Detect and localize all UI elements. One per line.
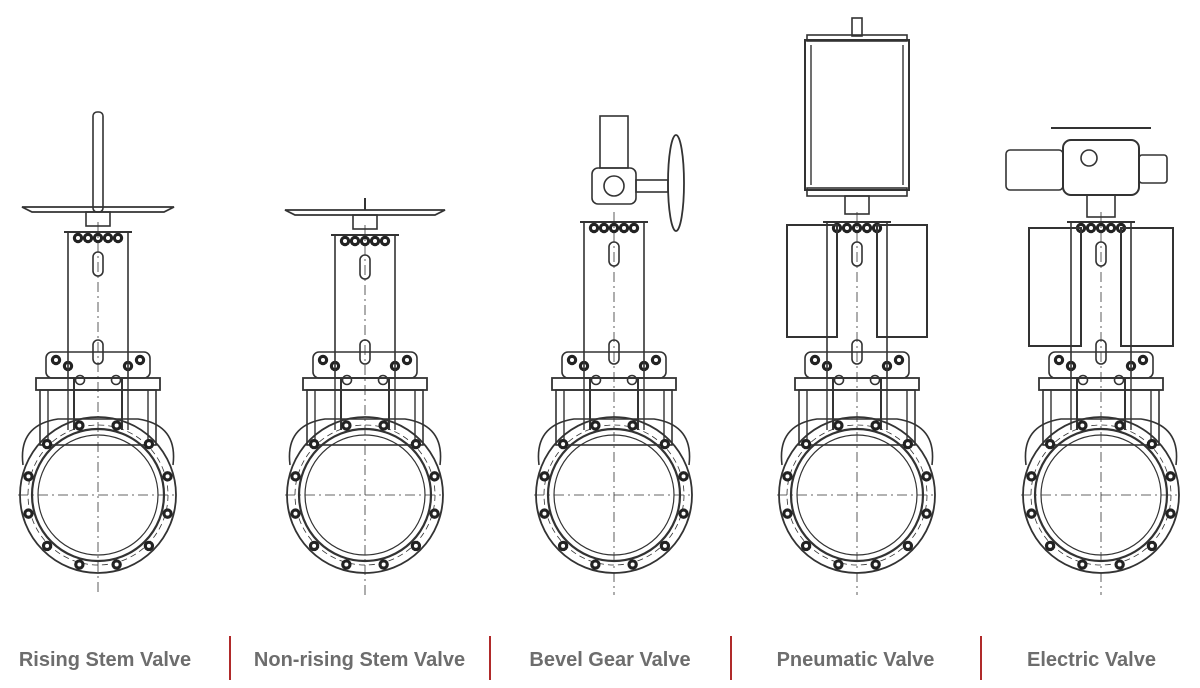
caption-pneumatic-valve: Pneumatic Valve [776, 649, 935, 671]
caption-divider [229, 636, 231, 680]
handwheel [284, 209, 446, 216]
caption-non-rising-stem-valve: Non-rising Stem Valve [253, 649, 466, 671]
caption-divider [980, 636, 982, 680]
caption-bar: Rising Stem Valve Non-rising Stem Valve … [0, 636, 1200, 684]
caption-divider [730, 636, 732, 680]
valve-drawings [18, 17, 1181, 595]
caption-rising-stem-valve: Rising Stem Valve [18, 649, 192, 671]
caption-electric-valve: Electric Valve [1027, 649, 1156, 671]
caption-divider [489, 636, 491, 680]
valve-electric [1005, 127, 1181, 595]
gear-handwheel [667, 134, 685, 232]
valve-bevel-gear [534, 115, 694, 595]
valve-non-rising-stem [284, 198, 446, 595]
valve-rising-stem [18, 111, 178, 595]
caption-bevel-gear-valve: Bevel Gear Valve [529, 649, 691, 671]
valve-pneumatic [777, 17, 937, 595]
handwheel [21, 206, 175, 213]
